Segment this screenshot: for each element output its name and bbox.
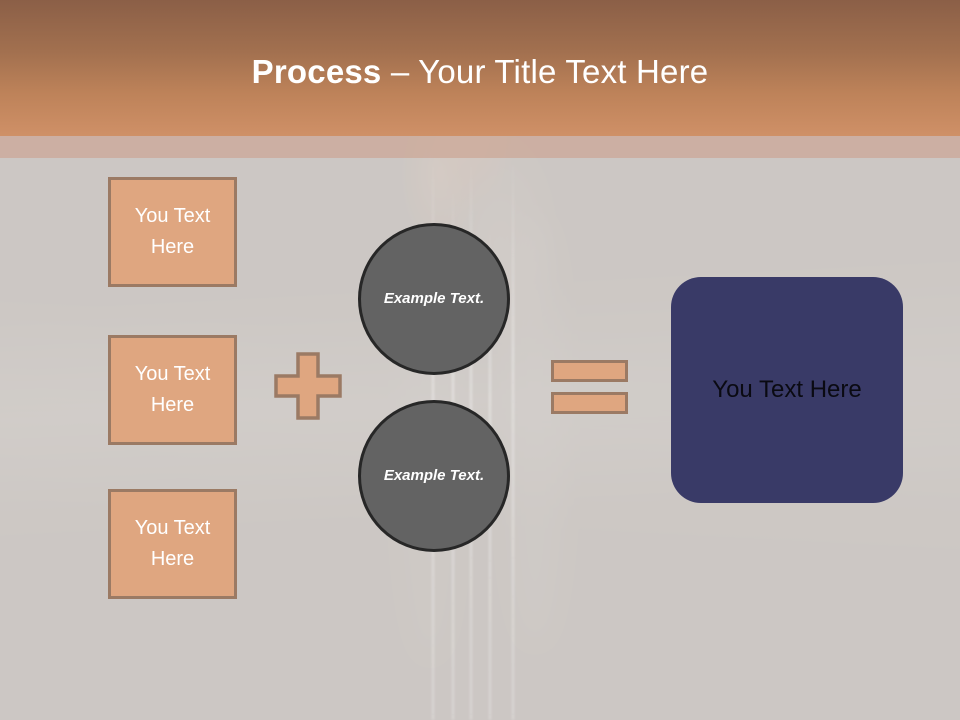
input-box-2-label: You Text Here [134, 363, 211, 416]
page-title-rest: – Your Title Text Here [381, 53, 709, 90]
process-circle-2[interactable]: Example Text. [358, 400, 510, 552]
title-bar-accent-band [0, 136, 960, 158]
drape-line-5 [512, 150, 514, 720]
input-box-3-label: You Text Here [134, 517, 211, 570]
result-box[interactable]: You Text Here [671, 277, 903, 503]
plus-icon-svg [274, 352, 342, 420]
page-title: Process – Your Title Text Here [0, 52, 960, 92]
input-box-2[interactable]: You Text Here [108, 335, 237, 445]
input-box-1[interactable]: You Text Here [108, 177, 237, 287]
equals-icon-bar-top [551, 360, 628, 382]
result-box-label: You Text Here [712, 376, 862, 403]
process-circle-1-label: Example Text. [383, 290, 485, 307]
process-circle-1[interactable]: Example Text. [358, 223, 510, 375]
title-bar: Process – Your Title Text Here [0, 0, 960, 136]
page-title-strong: Process [251, 53, 382, 90]
plus-icon [274, 352, 342, 420]
equals-icon-bar-bottom [551, 392, 628, 414]
input-box-3[interactable]: You Text Here [108, 489, 237, 599]
input-box-1-label: You Text Here [134, 205, 211, 258]
process-circle-2-label: Example Text. [383, 467, 485, 484]
